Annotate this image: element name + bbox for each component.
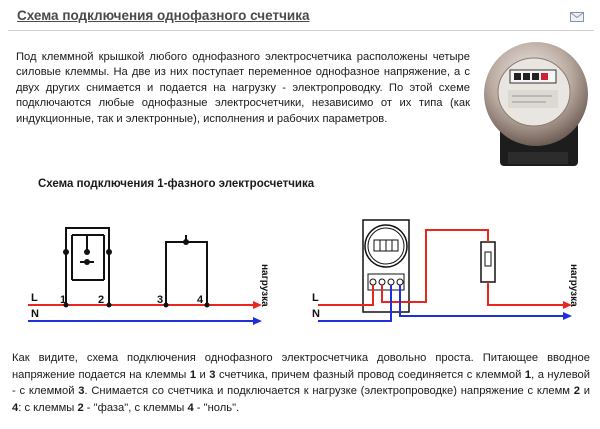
wiring-diagram: L N 1 2 3 4 нагрузка	[28, 219, 579, 325]
left-schematic: L N 1 2 3 4 нагрузка	[28, 227, 270, 325]
left-line-label: L	[31, 292, 38, 304]
outro-text-3: счетчика, причем фазный провод соединяет…	[215, 368, 525, 381]
outro-text-4: , а нулевой - с клеммой	[12, 368, 590, 398]
outro-terminal-4: 4	[12, 401, 19, 414]
right-line-label: L	[312, 292, 319, 304]
outro-text-5: . Снимается со счетчика и подключается к…	[84, 385, 574, 397]
terminal-1-label: 1	[60, 294, 66, 306]
left-load-label: нагрузка	[259, 264, 270, 307]
meter-photo	[484, 42, 588, 166]
page-title: Схема подключения однофазного счетчика	[17, 8, 310, 23]
outro-terminal-2b: 2	[77, 401, 84, 414]
outro-terminal-1b: 1	[524, 368, 532, 381]
outro-text-8: - "фаза", с клеммы	[83, 401, 188, 414]
left-neutral-label: N	[31, 308, 39, 320]
outro-text-6: и	[579, 385, 590, 397]
outro-text-7: : с клеммы	[18, 401, 78, 414]
intro-paragraph: Под клеммной крышкой любого однофазного …	[16, 51, 470, 125]
outro-paragraph: Как видите, схема подключения однофазног…	[12, 350, 590, 416]
outro-terminal-1: 1	[189, 368, 197, 381]
terminal-2-label: 2	[98, 294, 104, 306]
outro-terminal-3: 3	[209, 368, 216, 381]
terminal-3-label: 3	[157, 294, 163, 306]
outro-terminal-3b: 3	[78, 385, 85, 397]
mail-icon[interactable]	[570, 12, 584, 22]
outro-terminal-2: 2	[573, 385, 580, 397]
outro-text-2: и	[196, 368, 210, 381]
outro-text-1: Как видите, схема подключения однофазног…	[12, 352, 590, 381]
right-neutral-label: N	[312, 308, 320, 320]
right-schematic: L N нагрузка	[312, 219, 579, 322]
terminal-4-label: 4	[197, 294, 204, 306]
outro-terminal-4b: 4	[187, 401, 194, 414]
title-divider	[8, 30, 594, 31]
right-load-label: нагрузка	[568, 264, 579, 307]
diagram-title: Схема подключения 1-фазного электросчетч…	[38, 178, 315, 190]
outro-text-9: - "ноль".	[193, 401, 240, 414]
